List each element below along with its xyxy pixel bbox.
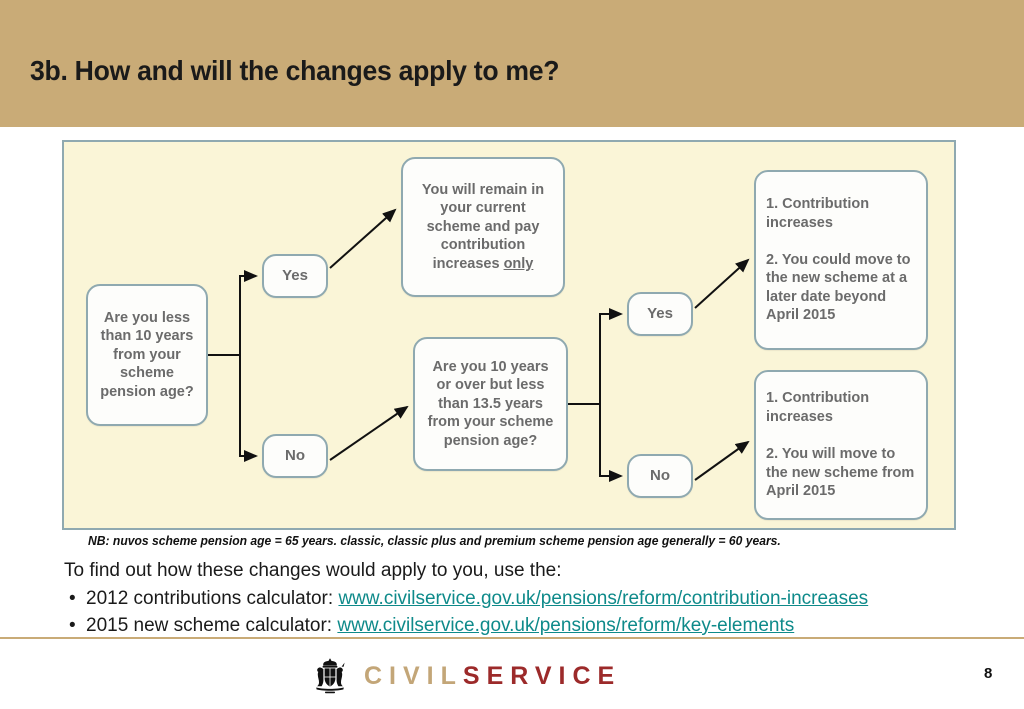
branch-node-yes-2-label: Yes (647, 305, 673, 323)
link-key-elements-calculator[interactable]: www.civilservice.gov.uk/pensions/reform/… (337, 614, 795, 636)
outcome-1-line-a: 1. Contribution increases (766, 196, 870, 231)
outcome-node-remain-text: You will remain in your current scheme a… (403, 181, 563, 274)
list-item: 2015 new scheme calculator: www.civilser… (64, 613, 1004, 640)
calculator-link-list: 2012 contributions calculator: www.civil… (64, 586, 1004, 640)
outcome-node-move-later-date-text: 1. Contribution increases 2. You could m… (756, 195, 926, 325)
body-intro-line: To find out how these changes would appl… (64, 560, 562, 581)
outcome-node-move-april-2015: 1. Contribution increases 2. You will mo… (754, 370, 928, 520)
decision-node-question-1: Are you less than 10 years from your sch… (86, 284, 208, 426)
branch-node-yes-2: Yes (627, 292, 693, 336)
bullet-2-label: 2015 new scheme calculator: (86, 614, 338, 636)
civil-service-logo: CIVILSERVICE (310, 656, 621, 696)
branch-node-yes-1-label: Yes (282, 267, 308, 285)
logo-wordmark: CIVILSERVICE (364, 661, 622, 690)
branch-node-no-2-label: No (650, 467, 670, 485)
branch-node-no-1-label: No (285, 447, 305, 465)
branch-node-yes-1: Yes (262, 254, 328, 298)
outcome-node-remain-prefix: You will remain in your current scheme a… (421, 181, 545, 272)
outcome-node-move-later-date: 1. Contribution increases 2. You could m… (754, 170, 928, 350)
body-text-block: To find out how these changes would appl… (64, 558, 1004, 640)
flowchart-panel: Are you less than 10 years from your sch… (62, 140, 956, 530)
page-number: 8 (984, 665, 993, 682)
logo-word-civil: CIVIL (364, 661, 463, 690)
outcome-2-line-b: 2. You will move to the new scheme from … (766, 446, 915, 500)
diagram-footnote: NB: nuvos scheme pension age = 65 years.… (88, 534, 781, 548)
outcome-1-line-b: 2. You could move to the new scheme at a… (766, 251, 911, 324)
list-item: 2012 contributions calculator: www.civil… (64, 586, 1004, 613)
outcome-node-remain-current-scheme: You will remain in your current scheme a… (401, 157, 565, 297)
outcome-2-line-a: 1. Contribution increases (766, 390, 870, 425)
royal-coat-of-arms-icon (316, 658, 345, 694)
outcome-node-move-april-2015-text: 1. Contribution increases 2. You will mo… (756, 389, 926, 500)
branch-node-no-1: No (262, 434, 328, 478)
decision-node-question-2: Are you 10 years or over but less than 1… (413, 337, 568, 471)
link-contribution-increases-calculator[interactable]: www.civilservice.gov.uk/pensions/reform/… (338, 587, 869, 609)
page-title: 3b. How and will the changes apply to me… (30, 55, 560, 86)
slide-header-band: 3b. How and will the changes apply to me… (0, 0, 1024, 127)
footer-divider-rule (0, 637, 1024, 639)
branch-node-no-2: No (627, 454, 693, 498)
bullet-1-label: 2012 contributions calculator: (86, 587, 339, 609)
decision-node-question-2-label: Are you 10 years or over but less than 1… (427, 358, 554, 449)
logo-word-service: SERVICE (462, 661, 622, 690)
outcome-node-remain-emphasis: only (503, 255, 534, 272)
decision-node-question-1-label: Are you less than 10 years from your sch… (100, 309, 194, 400)
